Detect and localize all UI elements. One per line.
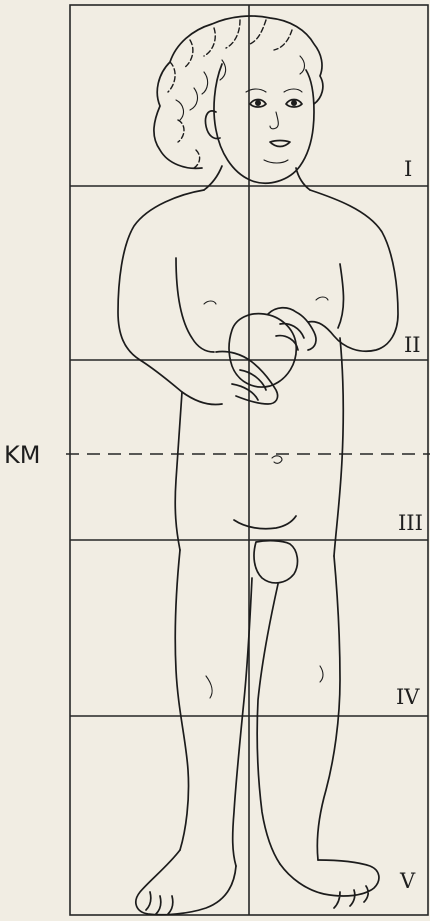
navel (272, 456, 282, 463)
right-knee-mark (320, 666, 323, 682)
torso-left-side (175, 392, 182, 550)
left-foot (136, 850, 236, 915)
nose (270, 112, 278, 129)
section-labels: I II III IV V (396, 157, 423, 893)
torso-right-side (334, 338, 343, 556)
proportion-grid (70, 5, 428, 915)
left-shoulder-arm (118, 190, 222, 405)
mouth (270, 141, 290, 147)
section-label-3: III (398, 511, 423, 535)
hair-outline (154, 16, 323, 168)
left-arm-inner (176, 258, 214, 352)
right-pupil (291, 100, 297, 106)
left-knee-mark (206, 676, 212, 698)
left-leg-outer (175, 550, 188, 850)
left-nipple (204, 301, 216, 304)
right-shoulder-arm (308, 190, 398, 351)
right-foot (280, 860, 379, 908)
right-leg-inner (257, 584, 280, 864)
ball (229, 314, 296, 387)
section-label-2: II (404, 333, 421, 357)
section-label-5: V (399, 869, 416, 893)
right-arm-inner (338, 264, 344, 328)
ear (205, 111, 220, 139)
km-marker-label: KM (4, 441, 40, 469)
genitals (254, 541, 297, 583)
chin-line (264, 160, 288, 163)
section-label-1: I (404, 157, 412, 181)
right-nipple (316, 297, 328, 300)
right-hand (268, 308, 316, 350)
right-leg-outer (317, 556, 340, 860)
right-eyebrow (284, 89, 302, 92)
hair-curls (168, 20, 292, 168)
section-label-4: IV (396, 685, 420, 709)
hair-strands (176, 56, 305, 120)
child-figure (118, 16, 398, 915)
face-outline (214, 64, 314, 183)
groin-line (234, 516, 296, 529)
left-pupil (255, 100, 261, 106)
